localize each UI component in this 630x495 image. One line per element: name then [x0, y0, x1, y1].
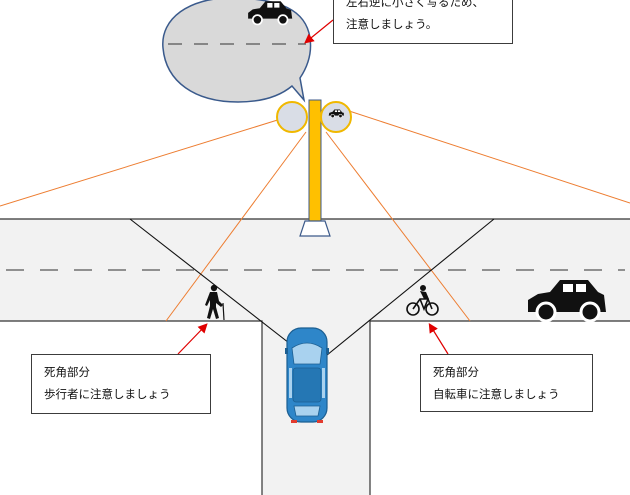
mirror-view-lines — [0, 107, 630, 322]
leader-arrows — [177, 19, 449, 355]
arrow-top — [304, 19, 334, 44]
callout-left-line1: 死角部分 — [44, 365, 90, 379]
callout-pedestrian: 死角部分 歩行者に注意しましょう — [31, 354, 211, 414]
mirror-right — [320, 101, 352, 133]
callout-bicycle: 死角部分 自転車に注意しましょう — [420, 354, 593, 412]
bubble-car-icon — [248, 1, 293, 26]
mirror-left — [276, 101, 308, 133]
blind-spot-lines — [129, 218, 495, 365]
arrow-left — [177, 323, 208, 355]
callout-mirror-note: 左右逆に小さく写るため、 注意しましょう。 — [333, 0, 513, 44]
mirror-car-icon — [328, 109, 344, 118]
arrow-right — [428, 322, 449, 355]
bicycle-icon — [406, 285, 439, 316]
callout-top-line2: 注意しましょう。 — [346, 17, 438, 31]
blue-car-icon — [285, 327, 329, 423]
mirror-base — [299, 220, 331, 237]
curve-mirror — [276, 99, 352, 237]
callout-right-line2: 自転車に注意しましょう — [433, 387, 560, 401]
callout-top-line1: 左右逆に小さく写るため、 — [346, 0, 484, 9]
car-icon — [528, 280, 606, 323]
callout-right-line1: 死角部分 — [433, 365, 479, 379]
mirror-pole — [308, 99, 322, 223]
callout-left-line2: 歩行者に注意しましょう — [44, 387, 171, 401]
mirror-view-bubble — [162, 0, 312, 103]
pedestrian-icon — [205, 284, 225, 321]
road-bottom-left-edge — [0, 320, 263, 495]
